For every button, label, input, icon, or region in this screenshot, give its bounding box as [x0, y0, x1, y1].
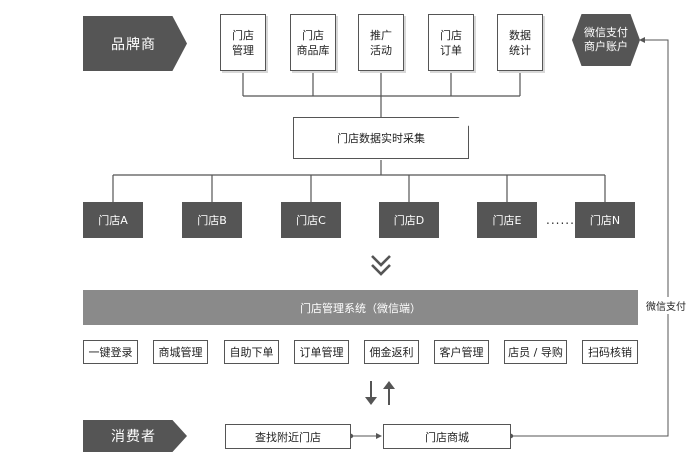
- store-management-system-bar: 门店管理系统（微信端）: [83, 290, 638, 325]
- store-b: 门店B: [182, 202, 242, 238]
- function-order-management: 订单管理: [294, 340, 349, 364]
- function-label: 店员 / 导购: [508, 346, 563, 359]
- store-label: 门店E: [492, 214, 522, 227]
- module-line: 统计: [509, 43, 531, 57]
- store-n: 门店N: [575, 202, 635, 238]
- find-store-label: 查找附近门店: [255, 430, 321, 444]
- module-line: 门店: [302, 28, 324, 42]
- module-line: 商品库: [296, 43, 330, 57]
- store-d: 门店D: [379, 202, 439, 238]
- function-label: 自助下单: [229, 346, 274, 359]
- data-collection-label: 门店数据实时采集: [337, 131, 425, 145]
- function-label: 一键登录: [88, 346, 133, 359]
- function-scan-verify: 扫码核销: [582, 340, 638, 364]
- module-store-management: 门店 管理: [220, 14, 266, 71]
- module-statistics: 数据 统计: [497, 14, 543, 71]
- function-clerk-guide: 店员 / 导购: [504, 340, 567, 364]
- function-commission: 佣金返利: [364, 340, 419, 364]
- store-label: 门店C: [296, 214, 326, 227]
- store-e: 门店E: [477, 202, 537, 238]
- double-chevron-down-icon: [371, 255, 391, 276]
- find-nearby-store-box: 查找附近门店: [225, 424, 351, 449]
- account-line: 微信支付: [584, 26, 628, 39]
- store-label: 门店N: [589, 214, 621, 227]
- module-store-products: 门店 商品库: [290, 14, 336, 71]
- data-collection-box: 门店数据实时采集: [293, 117, 469, 159]
- function-label: 订单管理: [299, 346, 344, 359]
- stores-ellipsis: ......: [546, 213, 575, 227]
- brand-label-text: 品牌商: [111, 36, 156, 53]
- module-line: 门店: [440, 28, 462, 42]
- module-line: 活动: [370, 43, 392, 57]
- function-label: 客户管理: [439, 346, 484, 359]
- wechat-merchant-account: 微信支付 商户账户: [572, 14, 640, 66]
- module-line: 数据: [509, 28, 531, 42]
- consumer-label: 消费者: [83, 420, 187, 452]
- account-line: 商户账户: [584, 40, 628, 53]
- function-customer-management: 客户管理: [434, 340, 489, 364]
- function-mall-management: 商城管理: [153, 340, 208, 364]
- store-mall-label: 门店商城: [425, 430, 469, 444]
- store-a: 门店A: [83, 202, 143, 238]
- wechat-pay-label: 微信支付: [646, 297, 686, 314]
- module-line: 管理: [232, 43, 254, 57]
- brand-label: 品牌商: [83, 16, 187, 71]
- consumer-label-text: 消费者: [111, 429, 156, 445]
- function-one-click-login: 一键登录: [83, 340, 138, 364]
- store-mall-box: 门店商城: [383, 424, 511, 449]
- module-line: 推广: [370, 28, 392, 42]
- store-label: 门店B: [197, 214, 227, 227]
- module-store-orders: 门店 订单: [428, 14, 474, 71]
- store-label: 门店D: [393, 214, 425, 227]
- module-line: 订单: [440, 43, 462, 57]
- function-label: 佣金返利: [369, 346, 414, 359]
- module-promotions: 推广 活动: [358, 14, 404, 71]
- function-label: 扫码核销: [588, 346, 632, 359]
- system-label: 门店管理系统（微信端）: [300, 301, 421, 315]
- module-line: 门店: [232, 28, 254, 42]
- up-down-arrows-icon: [365, 381, 395, 405]
- function-self-order: 自助下单: [224, 340, 279, 364]
- store-c: 门店C: [281, 202, 341, 238]
- function-label: 商城管理: [158, 346, 203, 359]
- store-label: 门店A: [98, 214, 128, 227]
